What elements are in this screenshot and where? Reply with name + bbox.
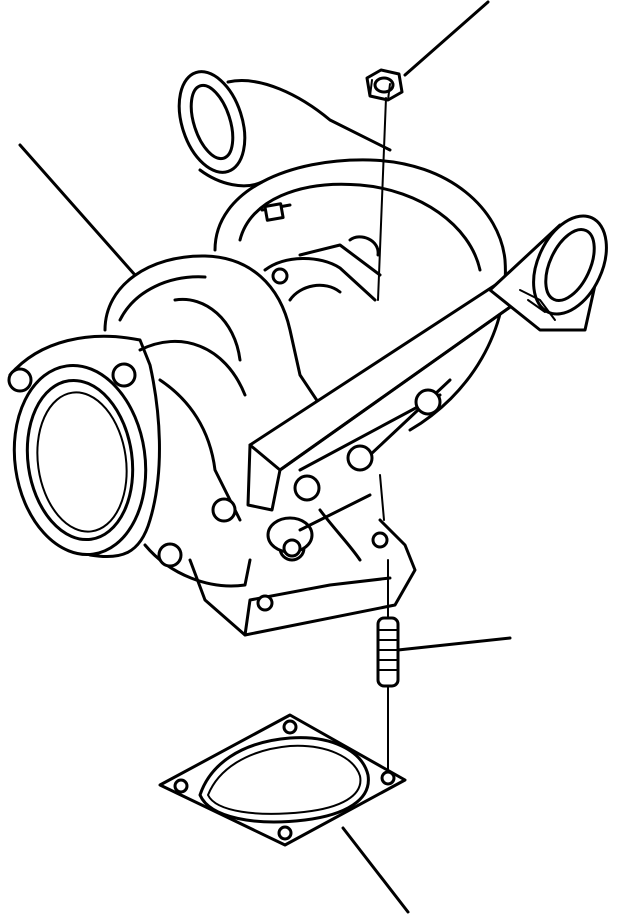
turbo-outlet-pipe bbox=[177, 70, 392, 188]
leader-line-turbocharger bbox=[18, 143, 137, 277]
bracket-bolt-icon bbox=[293, 474, 321, 502]
bracket-bolt-icon bbox=[346, 444, 374, 472]
turbo-front-housing bbox=[103, 254, 332, 588]
turbo-base-flange bbox=[188, 508, 417, 637]
stud bbox=[376, 616, 400, 688]
turbo-scroll-housing bbox=[213, 158, 507, 432]
leader-lines bbox=[18, 0, 512, 914]
leader-line-gasket bbox=[341, 826, 410, 914]
turbo-inlet-flange bbox=[7, 334, 237, 568]
bracket-bolt-icon bbox=[414, 388, 442, 416]
gasket bbox=[158, 713, 407, 847]
nut bbox=[365, 68, 404, 102]
leader-line-stud bbox=[396, 636, 512, 652]
flange-bolt-icon bbox=[157, 542, 183, 568]
flange-bolt-icon bbox=[111, 362, 137, 388]
flange-bolt-icon bbox=[7, 367, 33, 393]
turbo-actuator bbox=[488, 214, 608, 332]
alignment-lines bbox=[377, 97, 389, 771]
flange-bolt-icon bbox=[211, 497, 237, 523]
turbocharger bbox=[7, 70, 608, 637]
turbo-center-section bbox=[263, 243, 382, 302]
leader-line-nut bbox=[403, 0, 490, 77]
